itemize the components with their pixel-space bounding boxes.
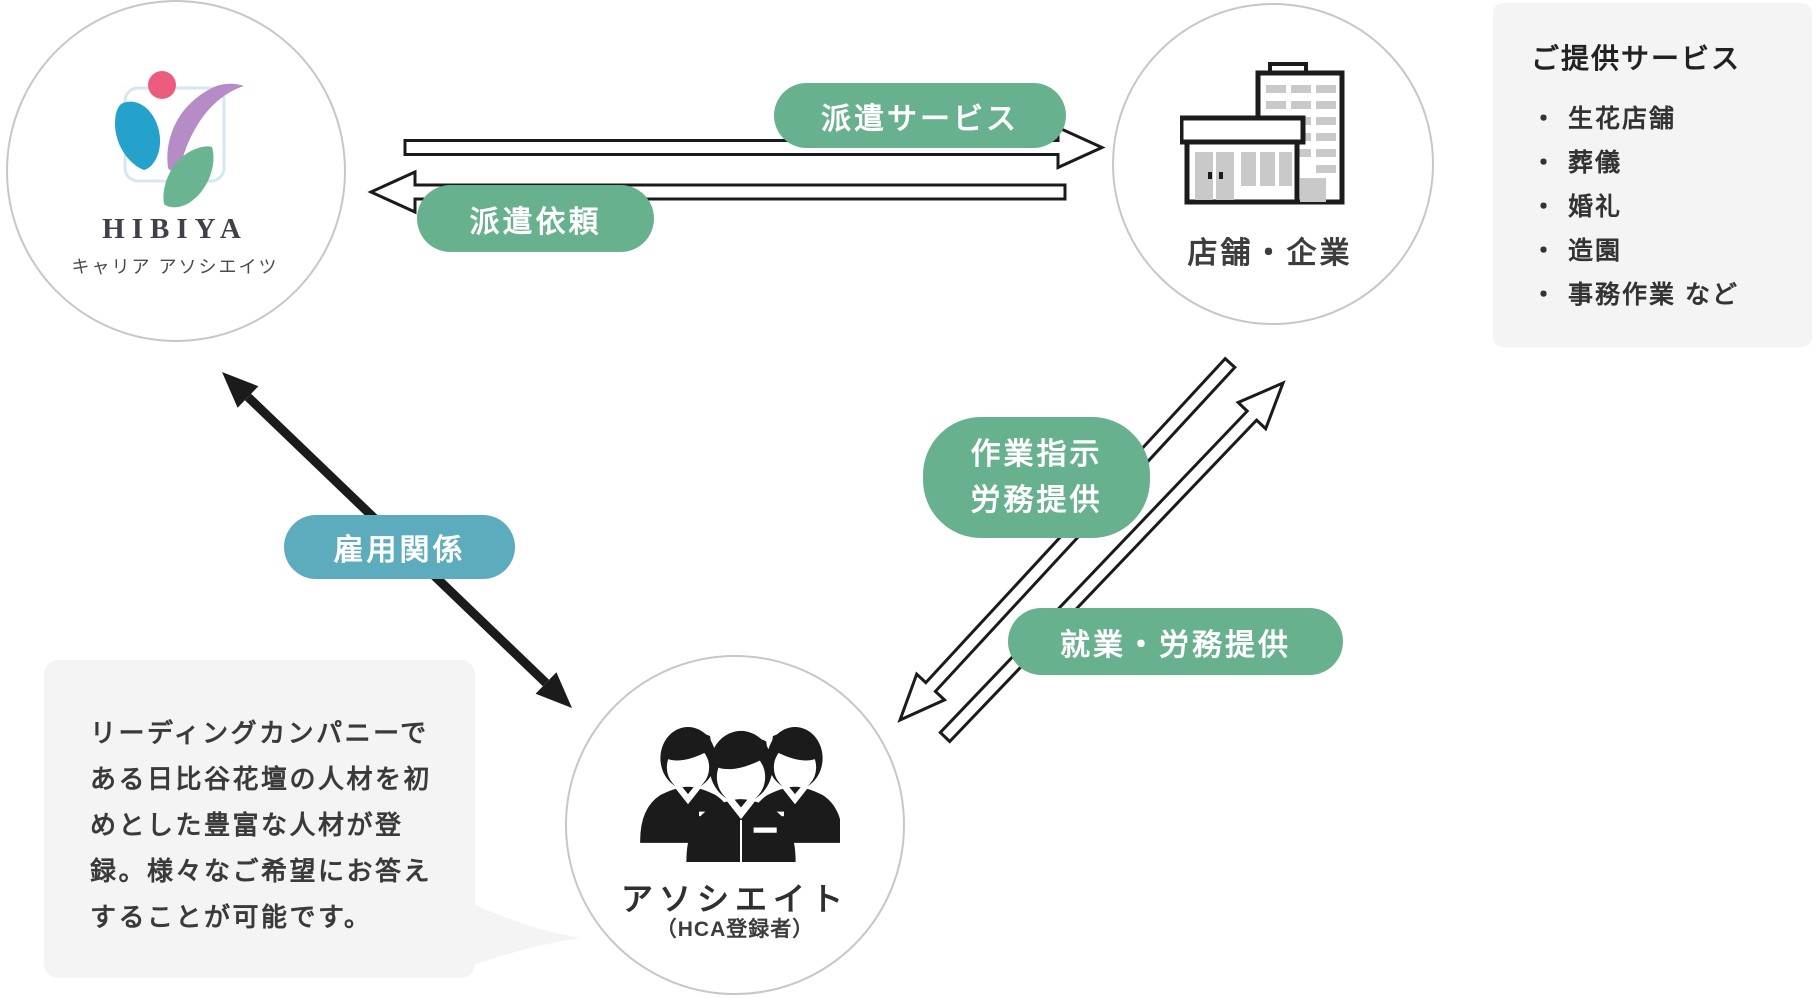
service-bullet: ・ — [1531, 193, 1559, 221]
hibiya-logo-icon — [100, 60, 250, 210]
service-bullet: ・ — [1531, 281, 1559, 309]
service-item: ・ 事務作業 など — [1531, 273, 1788, 317]
service-item-label: 葬儀 — [1568, 149, 1623, 177]
hibiya-title: HIBIYA — [102, 213, 248, 245]
note-text: リーディングカンパニーで ある日比谷花壇の人材を初 めとした豊富な人材が登 録。… — [90, 718, 433, 932]
service-item-label: 生花店舗 — [1568, 105, 1677, 133]
service-item-label: 事務作業 など — [1568, 281, 1739, 309]
work-provision-pill: 就業・労務提供 — [1008, 608, 1343, 675]
service-bullet: ・ — [1531, 237, 1559, 265]
associate-sublabel: （HCA登録者） — [655, 918, 815, 941]
service-item: ・ 生花店舗 — [1531, 97, 1788, 141]
service-bullet: ・ — [1531, 149, 1559, 177]
service-item: ・ 造園 — [1531, 229, 1788, 273]
services-list: ・ 生花店舗 ・ 葬儀 ・ 婚礼 ・ 造園 — [1531, 97, 1788, 317]
service-item: ・ 葬儀 — [1531, 141, 1788, 185]
note-tail — [466, 900, 580, 968]
note-box: リーディングカンパニーで ある日比谷花壇の人材を初 めとした豊富な人材が登 録。… — [44, 660, 475, 978]
company-label: 店舗・企業 — [1187, 237, 1353, 270]
service-item-label: 婚礼 — [1568, 193, 1623, 221]
services-title: ご提供サービス — [1531, 43, 1742, 74]
work-instruction-pill: 作業指示 労務提供 — [923, 417, 1150, 538]
service-item: ・ 婚礼 — [1531, 185, 1788, 229]
associate-label: アソシエイト — [620, 881, 849, 917]
service-item-label: 造園 — [1568, 237, 1623, 265]
service-bullet: ・ — [1531, 105, 1559, 133]
services-panel: ご提供サービス ・ 生花店舗 ・ 葬儀 ・ 婚礼 ・ — [1493, 3, 1812, 347]
employment-pill: 雇用関係 — [284, 515, 515, 579]
dispatch-request-pill: 派遣依頼 — [417, 185, 654, 252]
associate-people-icon — [640, 702, 843, 864]
hibiya-subtitle: キャリア アソシエイツ — [71, 257, 279, 277]
company-building-icon — [1178, 60, 1360, 212]
dispatch-service-pill: 派遣サービス — [774, 83, 1066, 148]
